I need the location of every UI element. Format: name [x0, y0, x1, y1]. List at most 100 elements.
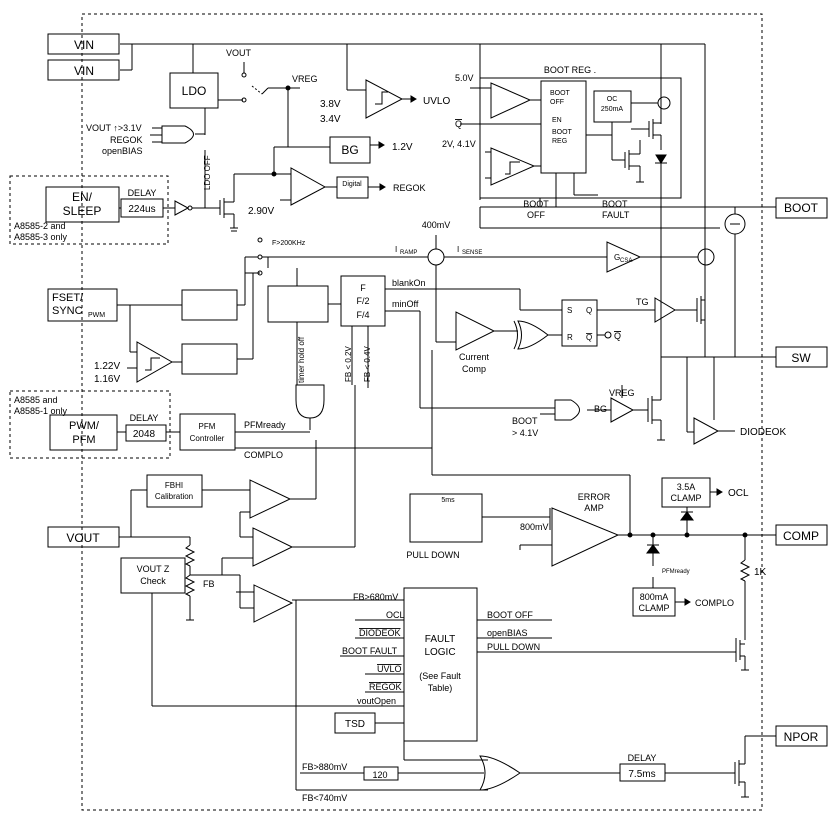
- v34-label: 3.4V: [320, 114, 341, 125]
- error-amp-line2: AMP: [584, 503, 604, 513]
- error-amp-line1: ERROR: [578, 492, 611, 502]
- vin-label-2: VIN: [74, 64, 94, 78]
- oc-line2: 250mA: [601, 106, 624, 113]
- delay-en-label: DELAY: [128, 188, 157, 198]
- fo-pull-down: PULL DOWN: [487, 642, 540, 652]
- minoff-label: minOff: [392, 299, 419, 309]
- boot-pin: [775, 197, 828, 219]
- fb02-label: FB < 0.2V: [344, 346, 353, 382]
- boot-off-out1: BOOT: [523, 199, 549, 209]
- fault-line4: Table): [428, 683, 453, 693]
- boot-reg-in2: REG: [552, 138, 567, 145]
- fl-ocl: OCL: [386, 610, 405, 620]
- pwm-line1: PWM/: [69, 420, 100, 432]
- sr-q: Q: [586, 306, 592, 315]
- fault-line2: LOGIC: [424, 647, 455, 658]
- a8585-23-line2: A8585-3 only: [14, 232, 68, 242]
- a8585-01-line1: A8585 and: [14, 395, 58, 405]
- a8585-01-line2: A8585-1 only: [14, 406, 68, 416]
- clamp800-line1: 800mA: [640, 592, 669, 602]
- uvlo-label: UVLO: [423, 96, 450, 107]
- en-line2: SLEEP: [63, 204, 102, 218]
- v800m-label: 800mV: [520, 522, 549, 532]
- sr-r: R: [567, 333, 573, 342]
- bg-small-label: BG: [594, 404, 607, 414]
- ldo-in2: REGOK: [110, 135, 143, 145]
- f200k-label: F>200KHz: [272, 240, 306, 247]
- bg-label: BG: [341, 143, 358, 157]
- npor-pin: [775, 725, 828, 747]
- iramp-label: I: [395, 245, 397, 254]
- delay-pwm-value: 2048: [133, 429, 156, 440]
- delay-npor-label: DELAY: [628, 753, 657, 763]
- isense-label: I: [457, 245, 459, 254]
- boot-label: BOOT: [784, 201, 819, 215]
- fset-line2: SYNC: [52, 305, 83, 317]
- clamp35-line1: 3.5A: [677, 482, 696, 492]
- fb740-label: FB<740mV: [302, 793, 347, 803]
- complo-label: COMPLO: [244, 450, 283, 460]
- error-amp: [551, 507, 620, 567]
- boot-off-out2: OFF: [527, 210, 545, 220]
- ldo-in1: VOUT ↑>3.1V: [86, 123, 142, 133]
- tg-label: TG: [636, 297, 649, 307]
- uvlo-comparator: [365, 79, 404, 119]
- en-sleep-block: [45, 186, 120, 223]
- en-in: EN: [552, 117, 562, 124]
- digital-label: Digital: [342, 181, 362, 188]
- fb880-label: FB>880mV: [302, 762, 347, 772]
- npor-label: NPOR: [784, 730, 819, 744]
- fault-line3: (See Fault: [419, 671, 461, 681]
- gcsa-amp: [606, 241, 642, 273]
- vout-top-label: VOUT: [226, 48, 252, 58]
- div-f3: F/4: [356, 310, 369, 320]
- iramp-sub: RAMP: [400, 250, 417, 256]
- fb-label: FB: [203, 579, 215, 589]
- vout-label: VOUT: [66, 531, 100, 545]
- counter-120: 120: [372, 770, 387, 780]
- boot-reg-title: BOOT REG .: [544, 65, 596, 75]
- cur-comp-line2: Comp: [462, 364, 486, 374]
- chip-boundary: [81, 13, 763, 811]
- regok-label: REGOK: [393, 183, 426, 193]
- ms5-label: 5ms: [441, 497, 455, 504]
- delay-pwm-label: DELAY: [130, 413, 159, 423]
- sr-qbar: Q: [586, 333, 592, 342]
- qbar-label: Q: [455, 119, 462, 129]
- pfm-line2: Controller: [190, 434, 225, 443]
- fl-diodeok: DIODEOK: [359, 628, 401, 638]
- delay-npor-value: 7.5ms: [628, 769, 655, 780]
- delay-en-value: 224us: [128, 204, 155, 215]
- v38-label: 3.8V: [320, 99, 341, 110]
- ocl-label: OCL: [728, 488, 749, 499]
- vreg-top-label: VREG: [292, 74, 318, 84]
- vin-label-1: VIN: [74, 38, 94, 52]
- pfmready-label: PFMready: [244, 420, 286, 430]
- fault-line1: FAULT: [425, 634, 455, 645]
- fl-boot-fault: BOOT FAULT: [342, 646, 398, 656]
- sw-pin: [775, 346, 828, 368]
- and-gate-ldo: [161, 125, 194, 144]
- sr-s: S: [567, 306, 572, 315]
- boot-41-line1: BOOT: [512, 416, 538, 426]
- complo2-label: COMPLO: [695, 598, 734, 608]
- clamp800-line2: CLAMP: [638, 603, 669, 613]
- gcsa-label: G: [614, 253, 620, 262]
- v50-label: 5.0V: [455, 73, 474, 83]
- ldo-label: LDO: [182, 84, 207, 98]
- pfmready-small: PFMready: [662, 569, 690, 575]
- fb680-label: FB>680mV: [353, 592, 398, 602]
- fl-regok: REGOK: [369, 682, 402, 692]
- fset-line1: FSET/: [52, 292, 84, 304]
- boot-fault-out2: FAULT: [602, 210, 630, 220]
- pull-down-label: PULL DOWN: [406, 550, 459, 560]
- bg-block: [329, 136, 371, 164]
- pfm-controller: [179, 413, 236, 451]
- diodeok-label: DIODEOK: [740, 427, 786, 438]
- cur-comp-line1: Current: [459, 352, 490, 362]
- isense-sub: SENSE: [462, 250, 482, 256]
- fb04-label: FB < 0.4V: [363, 346, 372, 382]
- v400m-label: 400mV: [422, 220, 451, 230]
- freq-divider: [340, 275, 386, 327]
